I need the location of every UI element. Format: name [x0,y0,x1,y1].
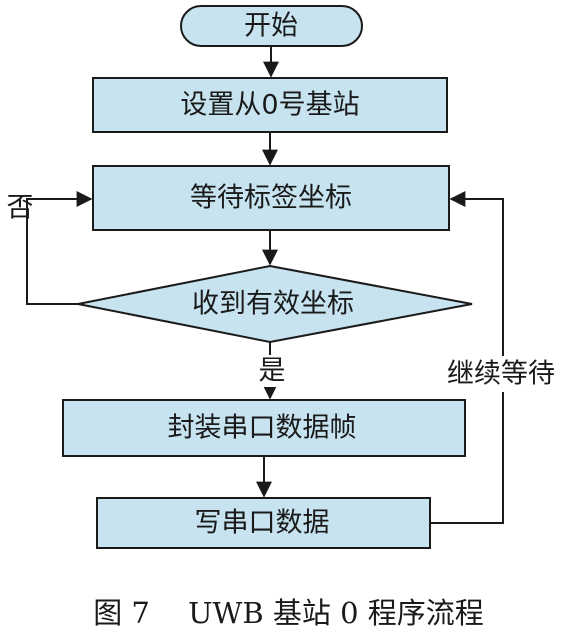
start-label: 开始 [244,11,298,42]
edge-yes-label-bg [252,355,292,387]
edge-continue-label-bg [428,356,576,392]
pack-frame-label: 封装串口数据帧 [168,413,357,444]
figure-caption: 图 7 UWB 基站 0 程序流程 [93,596,484,630]
flowchart: 开始 设置从0号基站 等待标签坐标 收到有效坐标 否 是 封装串口数据帧 写串口… [6,5,576,549]
edge-no-label: 否 [7,193,34,224]
write-serial-label: 写串口数据 [195,508,330,539]
set-station-label: 设置从0号基站 [180,90,359,121]
edge-yes-label: 是 [259,356,286,387]
edge-no-loop [26,191,93,305]
set-station-box [92,77,448,133]
decision-label: 收到有效坐标 [192,289,354,320]
edge-continue-label: 继续等待 [447,359,555,390]
write-serial-box [96,497,431,549]
wait-tag-label: 等待标签坐标 [190,183,352,214]
